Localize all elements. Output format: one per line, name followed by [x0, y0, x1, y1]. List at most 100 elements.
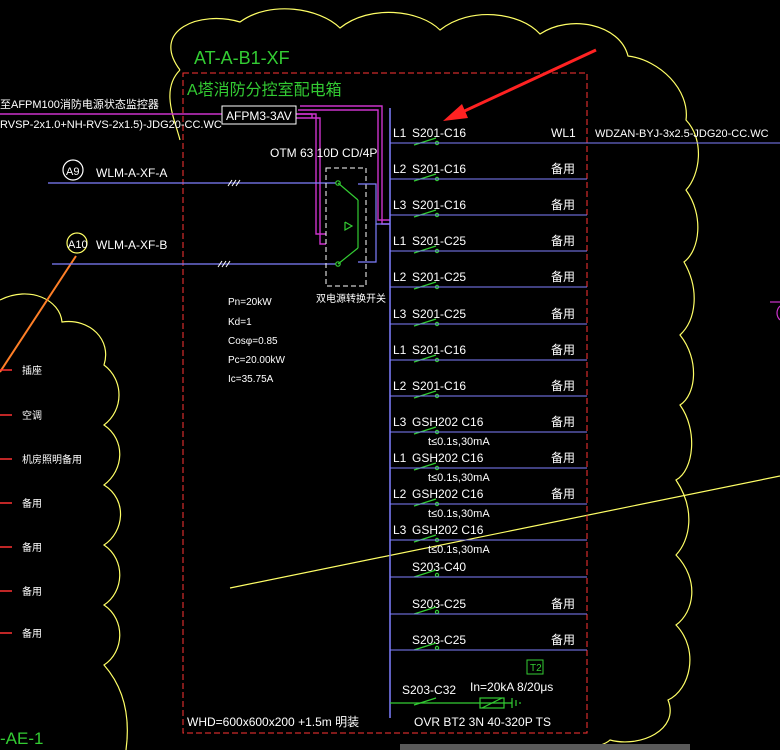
circuit-wl: 备用: [551, 379, 575, 393]
circuit-note: t≤0.1s,30mA: [428, 472, 490, 484]
left-label: 备用: [22, 541, 42, 554]
spd-class-tag: T2: [530, 663, 542, 674]
spd-row[interactable]: S203-C32 In=20kA 8/20μs T2 OVR BT2 3N 40…: [390, 659, 553, 729]
circuit-phase: L3: [393, 523, 407, 537]
afpm-module-label: AFPM3-3AV: [226, 109, 292, 123]
feeder-b[interactable]: A10 WLM-A-XF-B: [52, 232, 336, 268]
circuit-phase: L1: [393, 234, 407, 248]
param-kd: Kd=1: [228, 317, 252, 328]
circuit-phase: L3: [393, 198, 407, 212]
circuit-phase: L1: [393, 451, 407, 465]
cloud-main: [170, 8, 699, 749]
feeder-bubble-text: A10: [68, 239, 88, 251]
circuit-breaker: S201-C16: [412, 343, 466, 357]
circuit-breaker: GSH202 C16: [412, 415, 484, 429]
load-parameters: Pn=20kW Kd=1 Cosφ=0.85 Pc=20.00kW Ic=35.…: [228, 297, 286, 385]
left-labels: 插座 空调 机房照明备用 备用 备用 备用 备用: [0, 364, 82, 640]
circuit-phase: L3: [393, 307, 407, 321]
circuit-wl: 备用: [551, 451, 575, 465]
ats-contacts: [335, 180, 359, 267]
orange-leader-line: [0, 255, 77, 373]
circuit-breaker: S203-C25: [412, 633, 466, 647]
circuit-breaker: S201-C16: [412, 162, 466, 176]
circuit-breaker: GSH202 C16: [412, 523, 484, 537]
circuit-note: t≤0.1s,30mA: [428, 436, 490, 448]
spd-model: OVR BT2 3N 40-320P TS: [414, 715, 551, 729]
circuit-row[interactable]: L3 S201-C25 备用: [390, 307, 587, 327]
circuit-wl: 备用: [551, 597, 575, 611]
circuit-phase: L2: [393, 379, 407, 393]
circuit-note: t≤0.1s,30mA: [428, 544, 490, 556]
circuit-breaker: S201-C16: [412, 198, 466, 212]
circuit-cable: WDZAN-BYJ-3x2.5-JDG20-CC.WC: [595, 128, 769, 140]
circuit-phase: L1: [393, 343, 407, 357]
left-label: 插座: [22, 364, 42, 377]
cloud-left: [0, 293, 128, 750]
circuit-wl: 备用: [551, 307, 575, 321]
feeder-bubble-text: A9: [66, 166, 79, 178]
left-label: 空调: [22, 409, 42, 422]
circuit-row[interactable]: S203-C25 备用: [390, 633, 587, 651]
circuit-list: L1 S201-C16 WL1 WDZAN-BYJ-3x2.5-JDG20-CC…: [390, 126, 780, 651]
left-label: 机房照明备用: [22, 453, 82, 466]
circuit-row[interactable]: L2 S201-C25 备用: [390, 270, 587, 290]
circuit-row[interactable]: L3 GSH202 C16 t≤0.1s,30mA: [390, 523, 587, 556]
ats-model-label: OTM 63 10D CD/4P: [270, 146, 377, 160]
circuit-breaker: GSH202 C16: [412, 487, 484, 501]
bottom-edge-bar: [400, 744, 690, 750]
circuit-wl: 备用: [551, 633, 575, 647]
afpm-module-box[interactable]: [221, 105, 297, 125]
circuit-breaker: GSH202 C16: [412, 451, 484, 465]
circuit-row[interactable]: L2 S201-C16 备用: [390, 379, 587, 399]
feeder-bubble-a9: [62, 159, 84, 181]
panel-boundary: [182, 72, 588, 734]
circuit-wl: 备用: [551, 198, 575, 212]
feeder-cable-text: WLM-A-XF-B: [96, 238, 167, 252]
yellow-reference-line: [229, 475, 780, 589]
bottom-left-label: -AE-1: [0, 729, 43, 748]
circuit-wl: 备用: [551, 343, 575, 357]
circuit-row[interactable]: S203-C40: [390, 560, 587, 578]
circuit-breaker: S201-C16: [412, 126, 466, 140]
panel-name: AT-A-B1-XF: [194, 48, 290, 68]
circuit-breaker: S201-C25: [412, 234, 466, 248]
circuit-wl: WL1: [551, 126, 576, 140]
circuit-wl: 备用: [551, 162, 575, 176]
circuit-wl: 备用: [551, 415, 575, 429]
feeder-a[interactable]: A9 WLM-A-XF-A: [48, 159, 336, 187]
circuit-phase: L2: [393, 487, 407, 501]
param-ic: Ic=35.75A: [228, 374, 274, 385]
circuit-note: t≤0.1s,30mA: [428, 508, 490, 520]
feeder-bubble-a10: [66, 232, 88, 254]
left-label: 备用: [22, 497, 42, 510]
panel-title: A塔消防分控室配电箱: [187, 81, 342, 99]
circuit-row[interactable]: L1 GSH202 C16 t≤0.1s,30mA 备用: [390, 451, 587, 484]
panel-dimensions: WHD=600x600x200 +1.5m 明装: [187, 715, 359, 729]
ats-dashed-box[interactable]: [325, 167, 367, 287]
circuit-breaker: S203-C25: [412, 597, 466, 611]
circuit-row[interactable]: L3 S201-C16 备用: [390, 198, 587, 218]
circuit-phase: L1: [393, 126, 407, 140]
feeder-cable-text: WLM-A-XF-A: [96, 166, 167, 180]
circuit-phase: L2: [393, 162, 407, 176]
circuit-row[interactable]: L3 GSH202 C16 t≤0.1s,30mA 备用: [390, 415, 587, 448]
cloud-bottom: [169, 69, 181, 141]
circuit-row[interactable]: L1 S201-C25 备用: [390, 234, 587, 254]
circuit-row[interactable]: S203-C25 备用: [390, 597, 587, 615]
red-arrow-icon: [443, 48, 597, 121]
param-pn: Pn=20kW: [228, 297, 272, 308]
circuit-row[interactable]: L1 S201-C16 WL1 WDZAN-BYJ-3x2.5-JDG20-CC…: [390, 126, 780, 146]
left-label: 备用: [22, 627, 42, 640]
param-pc: Pc=20.00kW: [228, 355, 286, 366]
circuit-wl: 备用: [551, 234, 575, 248]
circuit-row[interactable]: L2 GSH202 C16 t≤0.1s,30mA 备用: [390, 487, 587, 520]
circuit-wl: 备用: [551, 487, 575, 501]
circuit-wl: 备用: [551, 270, 575, 284]
ats-caption: 双电源转换开关: [316, 292, 386, 305]
circuit-row[interactable]: L2 S201-C16 备用: [390, 162, 587, 182]
circuit-breaker: S201-C25: [412, 270, 466, 284]
spd-symbol: [413, 697, 521, 709]
right-edge-fragment: [770, 301, 780, 321]
circuit-row[interactable]: L1 S201-C16 备用: [390, 343, 587, 363]
